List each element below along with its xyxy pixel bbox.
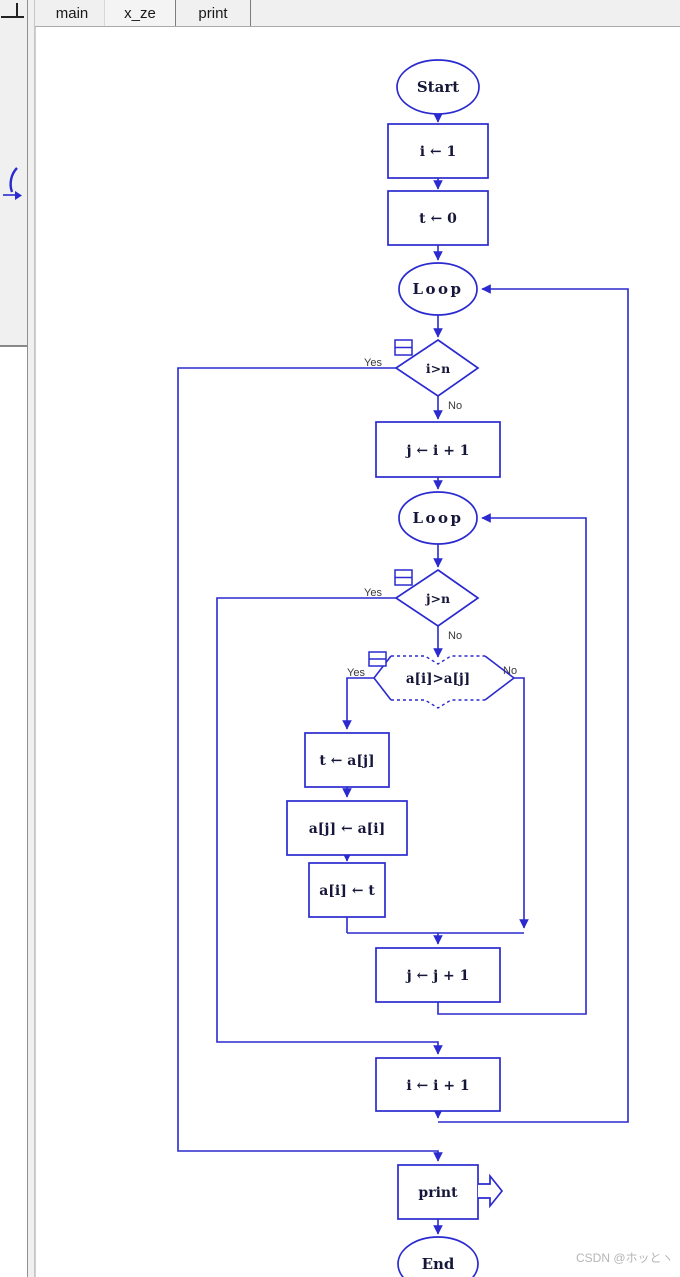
node-label-inner-loop: Loop [412, 509, 463, 527]
node-label-end: End [422, 1255, 455, 1273]
node-end[interactable]: End [397, 1236, 479, 1277]
left-panel-icons [1, 3, 24, 200]
watermark: CSDN @ホッとヽ [576, 1251, 674, 1265]
node-inc-j[interactable]: j ← j + 1 [375, 947, 501, 1003]
collapse-icon-outer-cond[interactable] [394, 339, 413, 356]
branch-label-swap-no: No [503, 665, 517, 677]
branch-label-inner-no: No [448, 630, 462, 642]
connector-inner-loopback [437, 513, 587, 1015]
node-inc-i[interactable]: i ← i + 1 [375, 1057, 501, 1112]
node-swap-aj[interactable]: a[j] ← a[i] [286, 800, 408, 856]
node-swap-t[interactable]: t ← a[j] [304, 732, 390, 788]
node-label-outer-cond: i>n [426, 361, 450, 376]
panel-splitter[interactable] [27, 0, 35, 1277]
node-label-init-i: i ← 1 [420, 144, 457, 160]
node-label-inc-i: i ← i + 1 [406, 1078, 469, 1094]
node-init-j[interactable]: j ← i + 1 [375, 421, 501, 478]
node-print-call[interactable]: print [397, 1164, 504, 1220]
corner-mark-icon [1, 3, 24, 18]
node-inner-loop[interactable]: Loop [398, 491, 478, 545]
branch-label-swap-yes: Yes [347, 667, 365, 679]
collapse-icon-swap-cond[interactable] [368, 651, 387, 667]
left-panel-divider [0, 345, 27, 347]
flowchart-canvas[interactable]: Start i ← 1 t ← 0 Loop i>n [35, 27, 680, 1277]
node-inner-cond[interactable]: j>n [394, 568, 480, 628]
node-init-i[interactable]: i ← 1 [387, 123, 489, 179]
flowchart-svg: Start i ← 1 t ← 0 Loop i>n [177, 59, 674, 1277]
node-label-print-call: print [418, 1185, 458, 1201]
node-outer-loop[interactable]: Loop [398, 262, 478, 316]
node-outer-cond[interactable]: i>n [394, 338, 480, 398]
node-label-inner-cond: j>n [425, 591, 450, 606]
branch-label-inner-yes: Yes [364, 587, 382, 599]
node-swap-cond[interactable]: a[i]>a[j] [372, 655, 516, 709]
connector-swap-cond-no [514, 677, 529, 929]
node-label-swap-aj: a[j] ← a[i] [309, 821, 386, 837]
tab-print-label: print [198, 4, 228, 22]
tab-x_ze[interactable]: x_ze [104, 0, 176, 26]
node-init-t[interactable]: t ← 0 [387, 190, 489, 246]
connector-outer-cond-yes [177, 367, 443, 1162]
node-swap-ai[interactable]: a[i] ← t [308, 862, 386, 918]
left-tool-panel [0, 0, 27, 1277]
tab-print[interactable]: print [176, 0, 251, 26]
tab-main[interactable]: main [40, 0, 104, 26]
connector-swap-cond-yes [342, 677, 374, 730]
node-label-swap-cond: a[i]>a[j] [406, 671, 470, 687]
tab-x_ze-label: x_ze [124, 4, 156, 22]
tab-main-label: main [55, 4, 89, 22]
branch-label-outer-yes: Yes [364, 357, 382, 369]
node-label-outer-loop: Loop [412, 280, 463, 298]
node-label-init-j: j ← i + 1 [404, 443, 469, 459]
flow-tool-icon[interactable] [3, 167, 22, 200]
node-label-swap-ai: a[i] ← t [319, 883, 375, 899]
branch-label-outer-no: No [448, 400, 462, 412]
node-label-init-t: t ← 0 [419, 211, 457, 227]
node-label-start: Start [417, 78, 459, 96]
node-label-inc-j: j ← j + 1 [405, 968, 470, 984]
connector-inner-cond-yes [216, 597, 443, 1055]
connectors [177, 113, 629, 1235]
subroutine-call-arrow-icon [478, 1173, 504, 1209]
connector-outer-loopback [438, 284, 629, 1123]
node-label-swap-t: t ← a[j] [319, 753, 374, 769]
chart-tab-bar: main x_ze print [35, 0, 680, 27]
node-start[interactable]: Start [396, 59, 480, 115]
collapse-icon-inner-cond[interactable] [394, 569, 413, 586]
